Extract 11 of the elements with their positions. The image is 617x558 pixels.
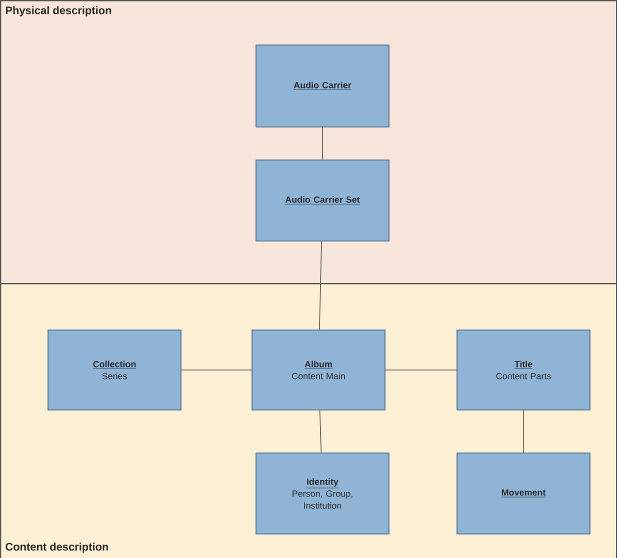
connector-line [523,410,524,453]
entity-box: Title Content Parts [456,330,590,410]
entity-box: Audio Carrier [256,44,390,128]
entity-box: Album Content Main [252,330,386,410]
entity-box: Audio Carrier Set [256,160,390,242]
connector-line [322,127,323,160]
entity-box: Identity Person, Group, Institution [256,452,390,534]
entity-box: Collection Series [48,330,182,410]
entity-box: Movement [456,452,590,534]
connector-line [319,241,322,330]
connector-line [319,410,322,453]
